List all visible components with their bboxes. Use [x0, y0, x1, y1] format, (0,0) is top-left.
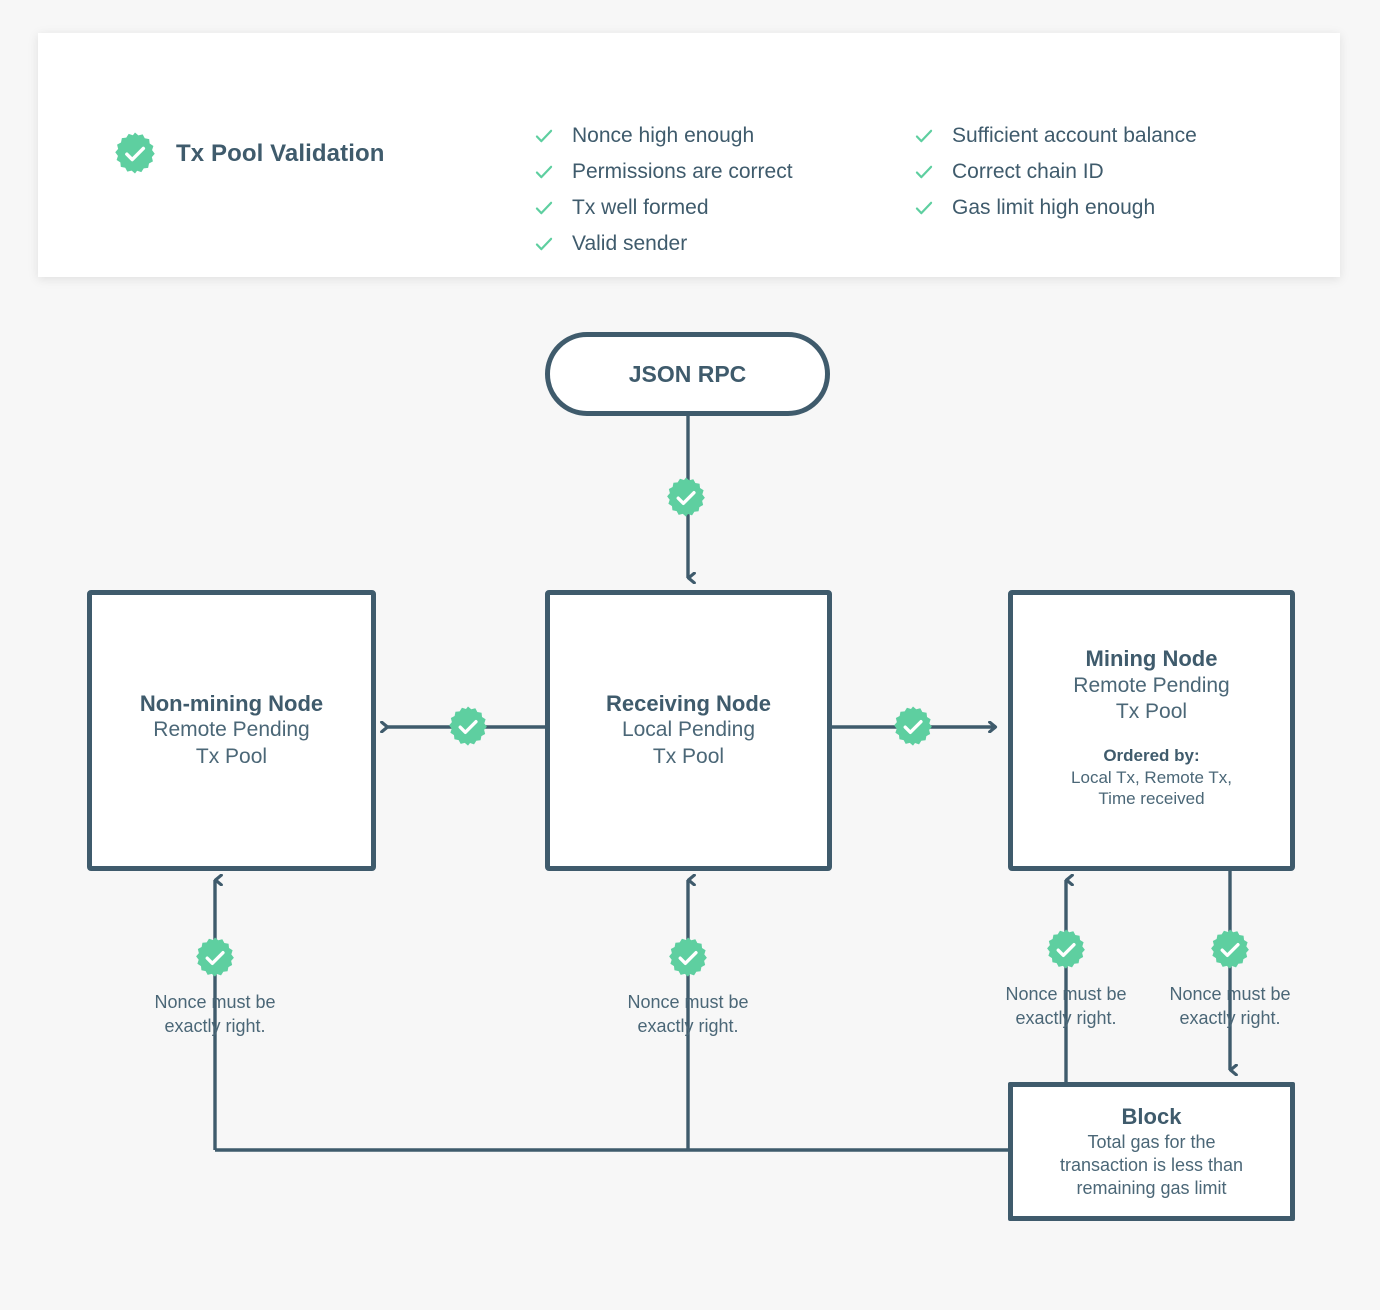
validation-item-label: Correct chain ID [952, 160, 1104, 183]
validation-item: Tx well formed [534, 193, 793, 223]
validation-item: Correct chain ID [914, 157, 1197, 187]
check-badge-icon-receiving-to-non-mining [446, 705, 490, 749]
node-non-mining[interactable]: Non-mining Node Remote Pending Tx Pool [87, 590, 376, 871]
node-json-rpc[interactable]: JSON RPC [545, 332, 830, 416]
check-badge-icon-block-to-receiving [666, 936, 710, 980]
validation-card-header: Tx Pool Validation [112, 131, 385, 177]
check-badge-icon-block-to-mining [1044, 928, 1088, 972]
check-icon [914, 162, 934, 182]
node-receiving[interactable]: Receiving Node Local Pending Tx Pool [545, 590, 832, 871]
validation-card-title: Tx Pool Validation [176, 140, 385, 167]
check-badge-icon-receiving-to-mining [891, 705, 935, 749]
nonce-caption-block: Nonce must be exactly right. [1169, 984, 1291, 1029]
check-icon [534, 162, 554, 182]
validation-item-label: Permissions are correct [572, 160, 793, 183]
validation-item-label: Sufficient account balance [952, 124, 1197, 147]
node-subtitle: Total gas for the transaction is less th… [1059, 1131, 1244, 1198]
check-badge-icon-rpc-to-receiving [664, 476, 708, 520]
validation-item-label: Valid sender [572, 232, 688, 255]
check-icon [534, 126, 554, 146]
validation-item-label: Gas limit high enough [952, 196, 1156, 219]
node-block[interactable]: Block Total gas for the transaction is l… [1008, 1082, 1295, 1221]
check-badge-icon-mining-to-block [1208, 928, 1252, 972]
check-icon [534, 234, 554, 254]
node-subtitle: Remote Pending Tx Pool [153, 718, 310, 769]
validation-list-column-2: Sufficient account balance Correct chain… [914, 121, 1197, 223]
check-icon [534, 198, 554, 218]
node-title: Non-mining Node [139, 690, 324, 716]
validation-item-label: Nonce high enough [572, 124, 755, 147]
node-title: Mining Node [1085, 646, 1218, 671]
node-subtitle: Local Pending Tx Pool [621, 718, 756, 769]
ordered-by-value: Local Tx, Remote Tx, Time received [1071, 767, 1232, 808]
node-title: Receiving Node [605, 690, 772, 716]
ordered-by-label: Ordered by: [1103, 746, 1200, 766]
node-subtitle: Remote Pending Tx Pool [1073, 673, 1230, 724]
validation-item-label: Tx well formed [572, 196, 709, 219]
check-badge-icon [112, 131, 158, 177]
tx-pool-validation-card: Tx Pool Validation Nonce high enough Per… [38, 33, 1340, 277]
validation-item: Permissions are correct [534, 157, 793, 187]
validation-item: Valid sender [534, 229, 793, 259]
check-badge-icon-block-to-non-mining [193, 936, 237, 980]
node-title: JSON RPC [628, 360, 747, 387]
validation-item: Nonce high enough [534, 121, 793, 151]
nonce-caption-mining: Nonce must be exactly right. [1005, 984, 1127, 1029]
validation-item: Sufficient account balance [914, 121, 1197, 151]
node-mining[interactable]: Mining Node Remote Pending Tx Pool Order… [1008, 590, 1295, 871]
nonce-caption-non-mining: Nonce must be exactly right. [154, 992, 276, 1037]
check-icon [914, 198, 934, 218]
node-title: Block [1121, 1104, 1182, 1130]
validation-list-column-1: Nonce high enough Permissions are correc… [534, 121, 793, 259]
check-icon [914, 126, 934, 146]
validation-item: Gas limit high enough [914, 193, 1197, 223]
nonce-caption-receiving: Nonce must be exactly right. [627, 992, 749, 1037]
